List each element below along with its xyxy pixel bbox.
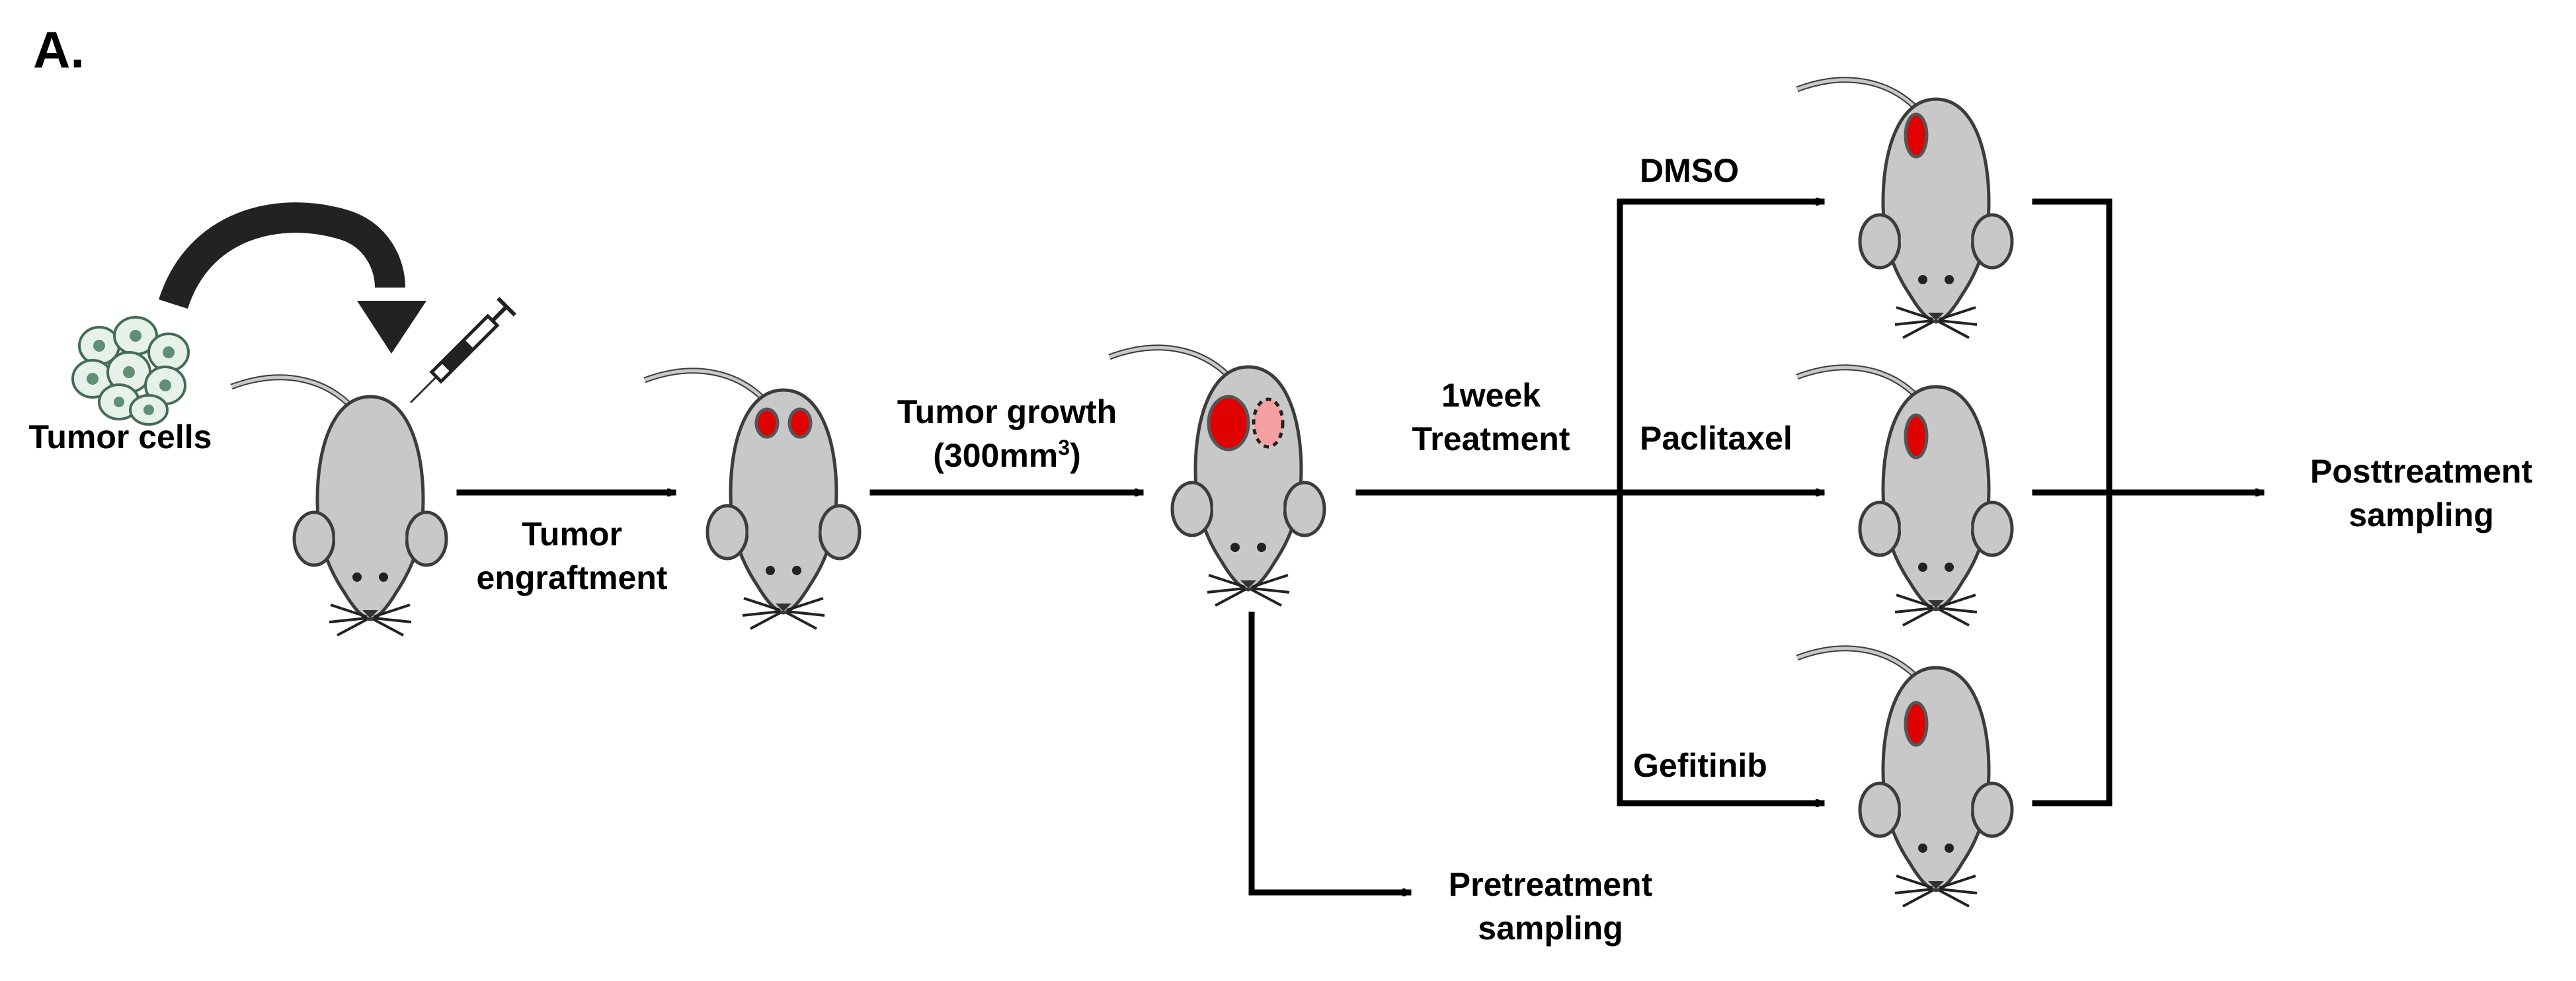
engraftment-label-line2: engraftment	[476, 559, 668, 596]
growth-volume-text: (300mm	[933, 437, 1059, 474]
treatment-paclitaxel-label: Paclitaxel	[1640, 420, 1792, 457]
curved-arrow-icon	[159, 202, 426, 354]
panel-label: A.	[33, 20, 85, 79]
growth-label-line1: Tumor growth	[897, 393, 1117, 430]
resected-tumor-icon	[1252, 397, 1285, 449]
tumor-icon	[1904, 413, 1929, 459]
tumor-icon	[1207, 395, 1250, 451]
engraftment-label-line1: Tumor	[522, 516, 622, 553]
tumor-cells-icon	[71, 316, 190, 426]
tumor-cells-label: Tumor cells	[28, 418, 212, 455]
treatment-label-line1: 1week	[1441, 377, 1541, 414]
tumor-icon	[754, 407, 780, 439]
treatment-dmso-label: DMSO	[1640, 152, 1739, 189]
tumor-icon	[1904, 701, 1929, 747]
treatment-label-line2: Treatment	[1412, 420, 1570, 457]
tumor-icon	[787, 407, 813, 439]
mouse-icon	[1109, 348, 1324, 606]
growth-volume-close: )	[1070, 437, 1081, 474]
posttreatment-label-line2: sampling	[2349, 496, 2494, 533]
pretreatment-label: Pretreatment sampling	[1449, 863, 1652, 950]
tumor-icon	[1904, 112, 1929, 159]
syringe-icon	[410, 297, 516, 403]
growth-label: Tumor growth (300mm3)	[897, 390, 1117, 477]
pretreatment-label-line2: sampling	[1478, 910, 1623, 947]
treatment-gefitinib-label: Gefitinib	[1633, 747, 1767, 784]
mouse-icon	[1797, 80, 2012, 338]
mouse-icon	[1797, 368, 2012, 625]
mouse-icon	[1797, 648, 2012, 906]
mouse-icon	[231, 377, 446, 635]
pretreatment-label-line1: Pretreatment	[1448, 866, 1653, 903]
flow-arrows	[456, 202, 2265, 892]
growth-volume-exponent: 3	[1058, 436, 1070, 459]
growth-label-line2: (300mm3)	[897, 434, 1117, 477]
treatment-label: 1week Treatment	[1412, 373, 1570, 461]
posttreatment-label: Posttreatment sampling	[2310, 450, 2532, 537]
engraftment-label: Tumor engraftment	[477, 512, 668, 600]
posttreatment-label-line1: Posttreatment	[2310, 453, 2533, 490]
mouse-icon	[645, 371, 860, 629]
